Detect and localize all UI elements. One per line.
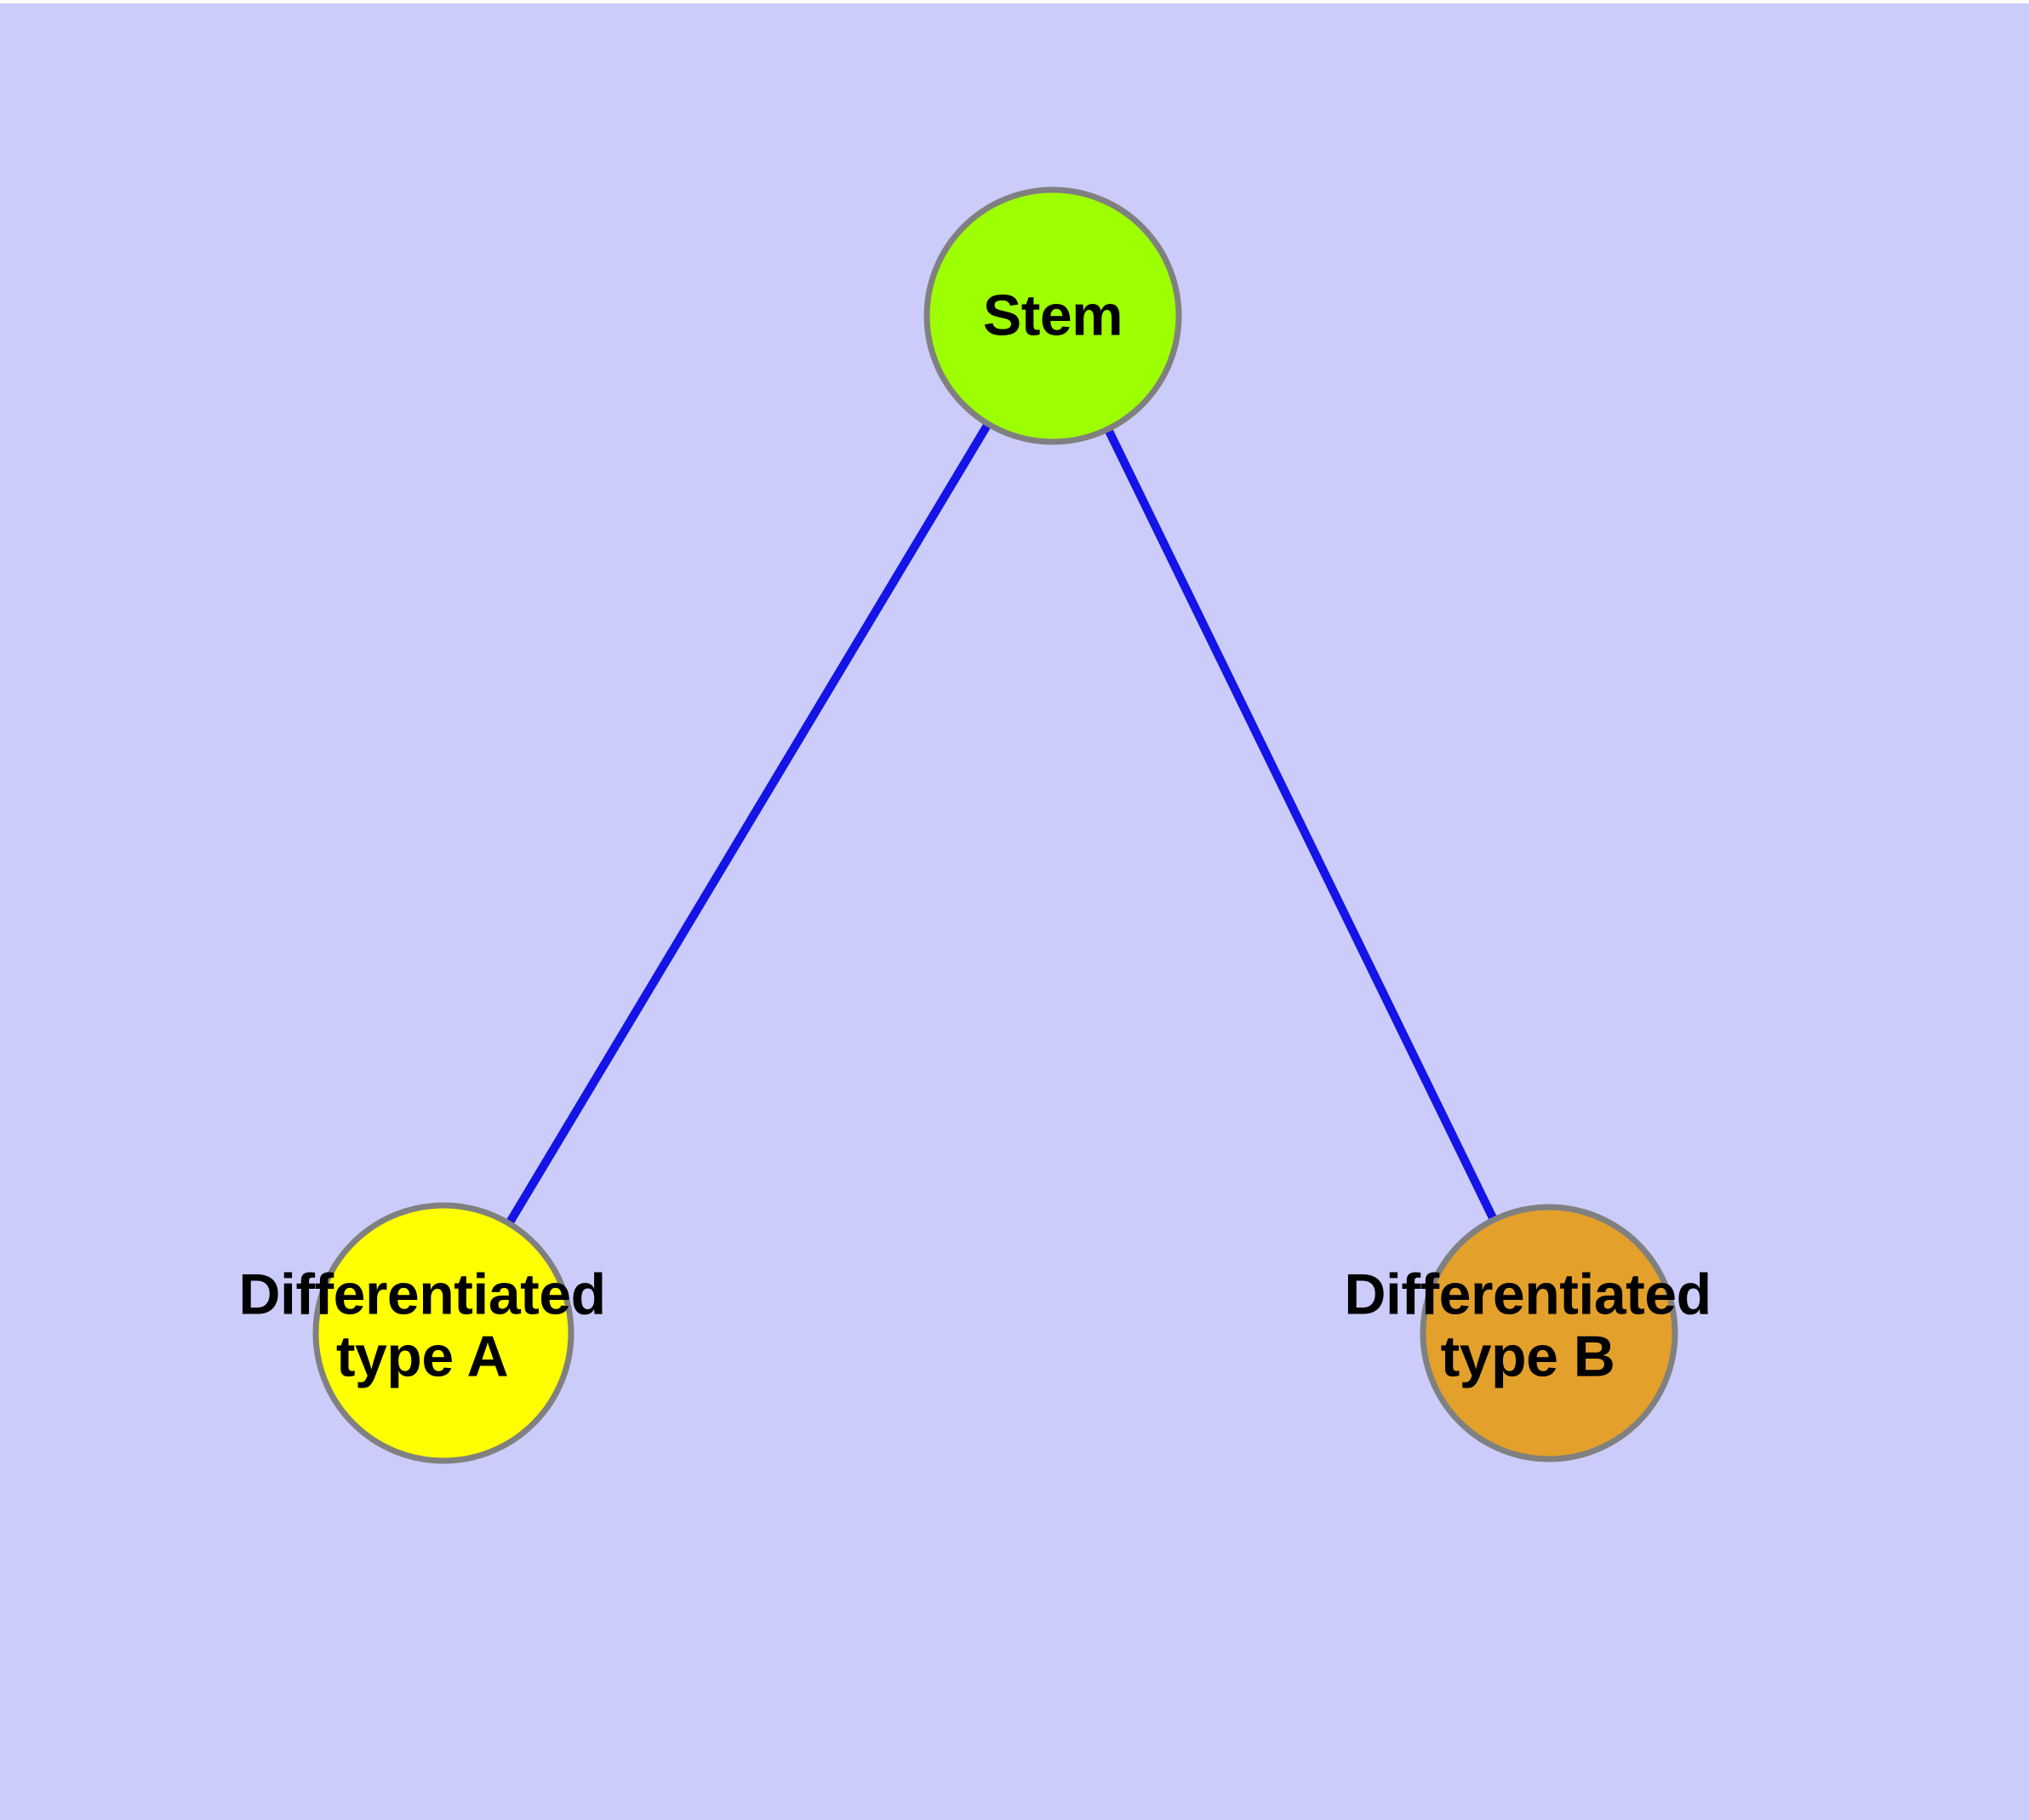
edge-stem-to-diff-a — [439, 313, 1057, 1336]
edge-layer — [439, 313, 1553, 1336]
node-layer — [312, 186, 1678, 1464]
node-stem[interactable] — [923, 186, 1182, 445]
node-diff-a[interactable] — [312, 1202, 574, 1464]
node-diff-b[interactable] — [1420, 1204, 1678, 1462]
edge-stem-to-diff-b — [1049, 313, 1553, 1336]
